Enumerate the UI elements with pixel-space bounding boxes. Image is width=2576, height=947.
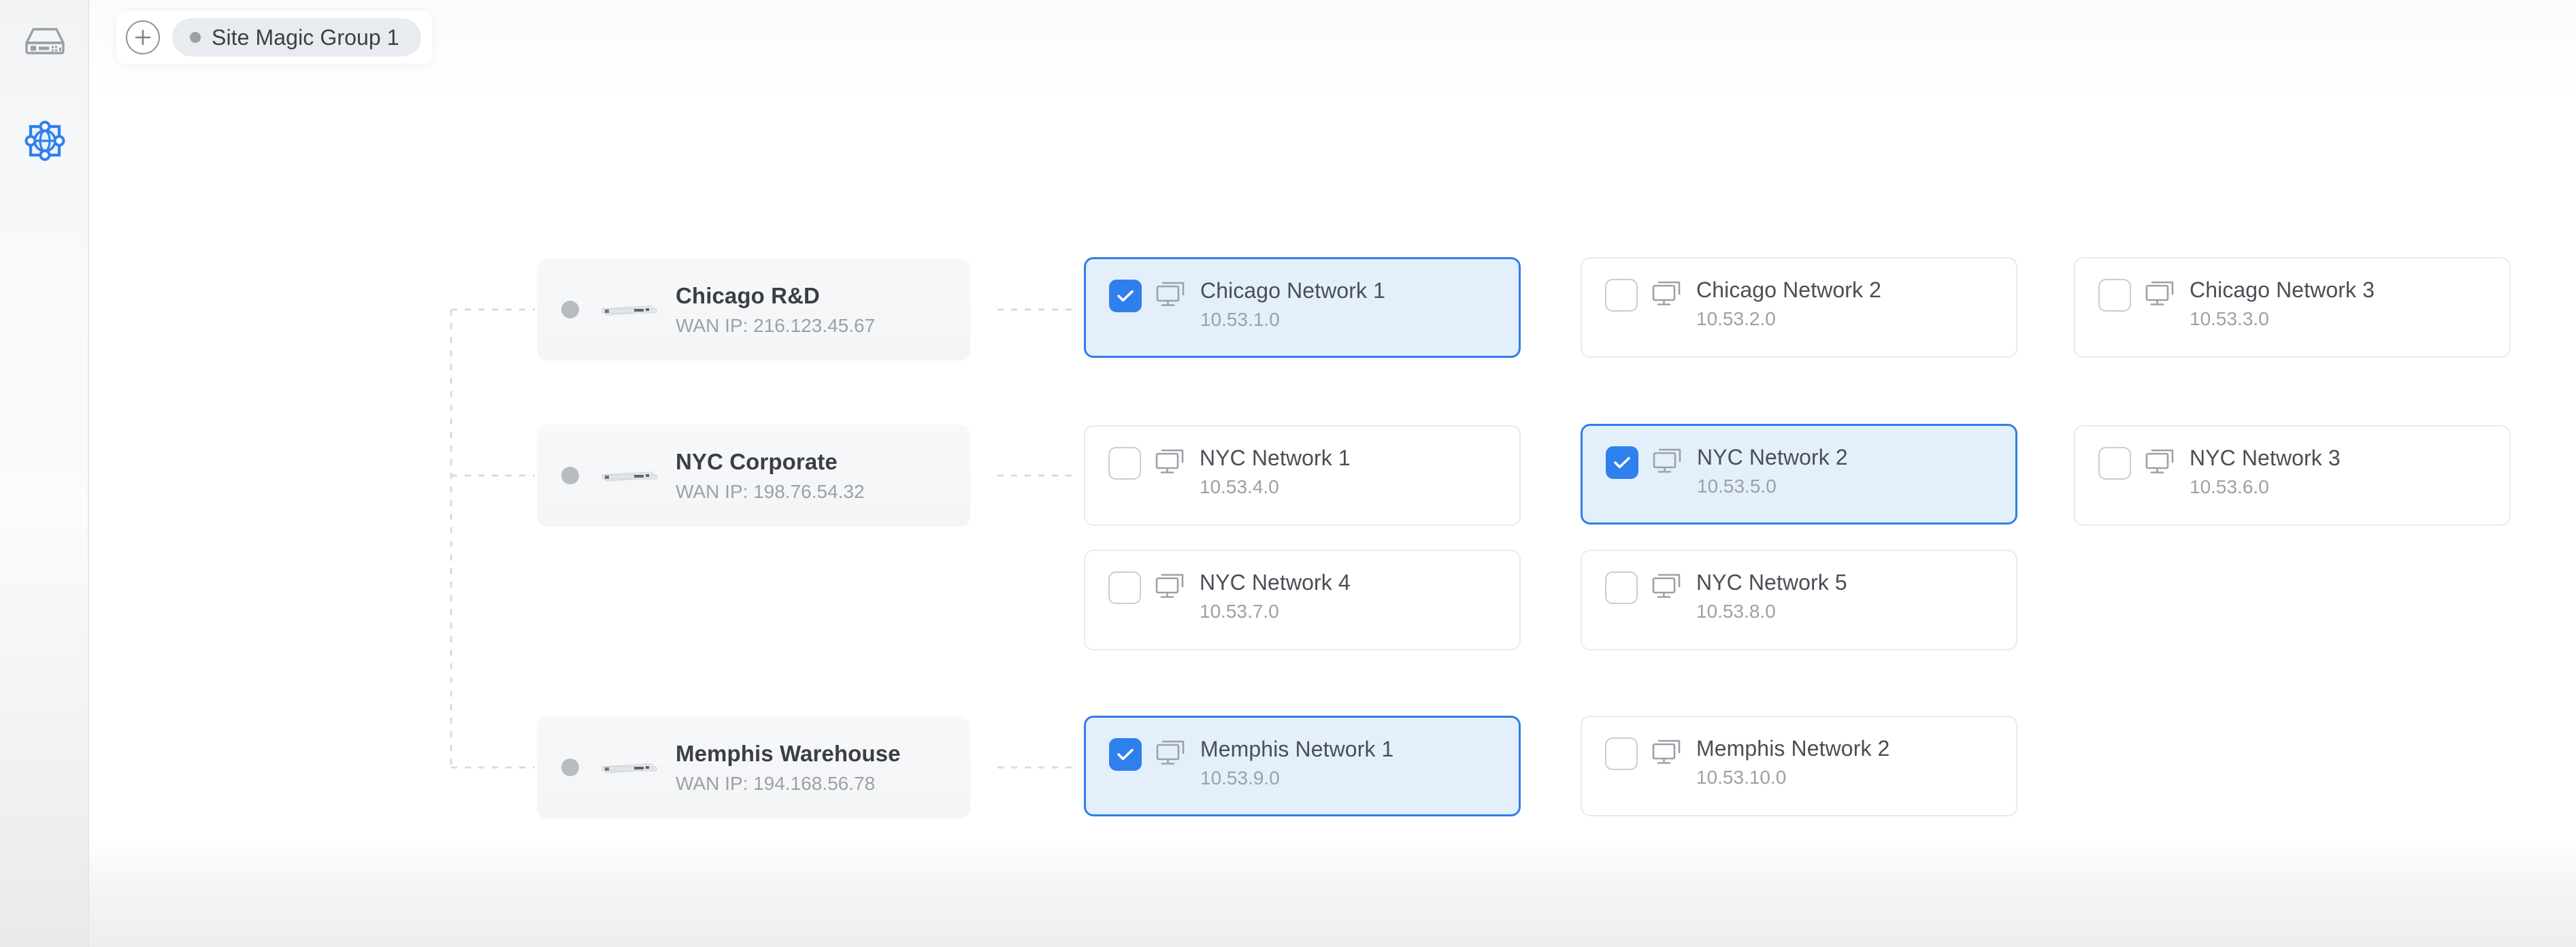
site-wan-ip: WAN IP: 194.168.56.78 <box>676 772 876 794</box>
network-checkbox[interactable] <box>1109 738 1142 771</box>
sidebar-item-site-magic[interactable] <box>0 117 89 167</box>
monitor-icon <box>2145 280 2176 312</box>
network-checkbox[interactable] <box>1606 446 1638 479</box>
network-checkbox[interactable] <box>2098 447 2131 480</box>
network-subnet: 10.53.7.0 <box>1200 601 1279 622</box>
group-tab-bar: Site Magic Group 1 <box>116 11 432 64</box>
network-subnet: 10.53.9.0 <box>1200 767 1280 788</box>
add-group-button[interactable] <box>126 20 160 54</box>
network-name: Memphis Network 1 <box>1200 737 1394 761</box>
network-card-nyc-network-3[interactable]: NYC Network 3 10.53.6.0 <box>2074 425 2511 526</box>
check-icon <box>1614 456 1630 469</box>
site-name: Chicago R&D <box>676 282 820 308</box>
network-name: Chicago Network 1 <box>1200 278 1386 303</box>
site-wan-ip: WAN IP: 216.123.45.67 <box>676 314 876 336</box>
network-subnet: 10.53.6.0 <box>2190 476 2269 497</box>
site-card-chicago[interactable]: Chicago R&D WAN IP: 216.123.45.67 <box>537 259 970 361</box>
monitor-icon <box>1652 447 1683 479</box>
site-card-text: Memphis Warehouse WAN IP: 194.168.56.78 <box>676 741 901 795</box>
tab-label: Site Magic Group 1 <box>212 24 399 50</box>
network-card-text: NYC Network 3 10.53.6.0 <box>2190 446 2341 498</box>
topology-tree: Chicago R&D WAN IP: 216.123.45.67 <box>89 0 2576 947</box>
network-card-text: Chicago Network 2 10.53.2.0 <box>1696 278 1881 330</box>
network-checkbox[interactable] <box>2098 279 2131 312</box>
monitor-icon <box>1155 572 1186 604</box>
left-nav-rail <box>0 0 89 947</box>
network-subnet: 10.53.2.0 <box>1696 308 1776 329</box>
network-card-memphis-network-1[interactable]: Memphis Network 1 10.53.9.0 <box>1084 716 1521 816</box>
monitor-icon <box>1155 739 1187 771</box>
site-status-dot <box>561 759 579 776</box>
network-name: NYC Network 4 <box>1200 570 1351 595</box>
site-card-text: NYC Corporate WAN IP: 198.76.54.32 <box>676 449 865 503</box>
network-card-chicago-network-3[interactable]: Chicago Network 3 10.53.3.0 <box>2074 257 2511 358</box>
network-subnet: 10.53.4.0 <box>1200 476 1279 497</box>
monitor-icon <box>1651 572 1683 604</box>
site-status-dot <box>561 467 579 484</box>
network-card-text: Chicago Network 1 10.53.1.0 <box>1200 278 1385 331</box>
network-name: NYC Network 3 <box>2190 446 2341 470</box>
monitor-icon <box>1651 280 1683 312</box>
site-name: Memphis Warehouse <box>676 740 901 766</box>
network-card-chicago-network-1[interactable]: Chicago Network 1 10.53.1.0 <box>1084 257 1521 358</box>
network-subnet: 10.53.10.0 <box>1696 767 1787 788</box>
monitor-icon <box>2145 448 2176 480</box>
network-name: NYC Network 5 <box>1696 570 1847 595</box>
network-name: Memphis Network 2 <box>1696 736 1890 761</box>
network-card-text: NYC Network 2 10.53.5.0 <box>1697 445 1848 497</box>
monitor-icon <box>1155 280 1187 312</box>
network-card-text: NYC Network 4 10.53.7.0 <box>1200 570 1351 622</box>
network-subnet: 10.53.1.0 <box>1200 309 1280 330</box>
network-card-nyc-network-5[interactable]: NYC Network 5 10.53.8.0 <box>1581 550 2017 650</box>
network-name: NYC Network 2 <box>1697 445 1848 469</box>
network-card-text: NYC Network 5 10.53.8.0 <box>1696 570 1847 622</box>
network-card-nyc-network-4[interactable]: NYC Network 4 10.53.7.0 <box>1084 550 1521 650</box>
site-card-memphis[interactable]: Memphis Warehouse WAN IP: 194.168.56.78 <box>537 716 970 818</box>
monitor-icon <box>1651 738 1683 770</box>
site-card-text: Chicago R&D WAN IP: 216.123.45.67 <box>676 283 875 337</box>
site-status-dot <box>561 301 579 318</box>
network-card-memphis-network-2[interactable]: Memphis Network 2 10.53.10.0 <box>1581 716 2017 816</box>
network-card-nyc-network-1[interactable]: NYC Network 1 10.53.4.0 <box>1084 425 1521 526</box>
site-name: NYC Corporate <box>676 448 838 474</box>
tab-site-magic-group-1[interactable]: Site Magic Group 1 <box>172 18 421 56</box>
sidebar-item-appliance[interactable] <box>0 22 89 63</box>
tab-status-dot <box>190 32 201 43</box>
network-card-chicago-network-2[interactable]: Chicago Network 2 10.53.2.0 <box>1581 257 2017 358</box>
network-checkbox[interactable] <box>1108 571 1141 604</box>
network-card-text: Memphis Network 1 10.53.9.0 <box>1200 737 1393 789</box>
network-subnet: 10.53.3.0 <box>2190 308 2269 329</box>
network-checkbox[interactable] <box>1109 280 1142 312</box>
site-magic-network-icon <box>22 118 68 167</box>
router-device-icon <box>597 757 658 778</box>
network-checkbox[interactable] <box>1605 737 1638 770</box>
network-checkbox[interactable] <box>1108 447 1141 480</box>
network-checkbox[interactable] <box>1605 571 1638 604</box>
site-wan-ip: WAN IP: 198.76.54.32 <box>676 480 865 502</box>
monitor-icon <box>1155 448 1186 480</box>
network-subnet: 10.53.5.0 <box>1697 476 1777 497</box>
network-name: Chicago Network 2 <box>1696 278 1882 302</box>
router-device-icon <box>597 299 658 320</box>
network-name: Chicago Network 3 <box>2190 278 2375 302</box>
check-icon <box>1117 290 1134 302</box>
network-card-text: Chicago Network 3 10.53.3.0 <box>2190 278 2375 330</box>
check-icon <box>1117 748 1134 761</box>
site-card-nyc[interactable]: NYC Corporate WAN IP: 198.76.54.32 <box>537 425 970 527</box>
network-card-text: Memphis Network 2 10.53.10.0 <box>1696 736 1889 788</box>
network-checkbox[interactable] <box>1605 279 1638 312</box>
network-name: NYC Network 1 <box>1200 446 1351 470</box>
appliance-icon <box>24 22 66 63</box>
network-subnet: 10.53.8.0 <box>1696 601 1776 622</box>
router-device-icon <box>597 465 658 486</box>
topology-canvas: Site Magic Group 1 <box>89 0 2576 947</box>
plus-icon <box>135 29 151 46</box>
network-card-nyc-network-2[interactable]: NYC Network 2 10.53.5.0 <box>1581 424 2017 525</box>
connector-lines <box>450 308 1079 769</box>
network-card-text: NYC Network 1 10.53.4.0 <box>1200 446 1351 498</box>
